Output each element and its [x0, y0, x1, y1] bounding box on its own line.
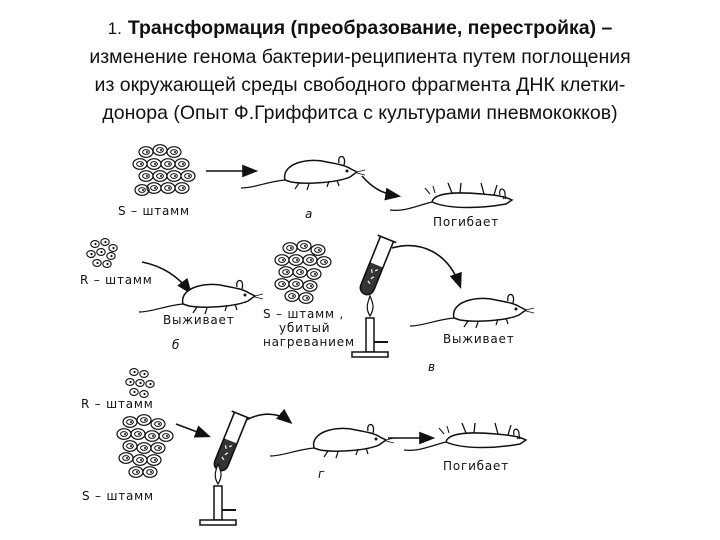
test-tube-icon	[354, 234, 398, 299]
bacteria-cluster-icon	[86, 238, 118, 268]
bacteria-cluster-icon	[132, 144, 196, 196]
mouse-icon	[240, 155, 366, 191]
heading-title: Трансформация (преобразование, перестрой…	[127, 17, 613, 39]
burner-icon	[199, 463, 237, 526]
arrow-icon	[361, 175, 402, 201]
arrow-icon	[391, 244, 462, 290]
arrow-icon	[141, 261, 192, 295]
survives-label-b: Выживает	[163, 313, 235, 327]
mouse-icon	[138, 279, 264, 315]
survives-label-c: Выживает	[443, 332, 515, 346]
bacteria-cluster-icon	[125, 368, 155, 398]
dead-mouse-icon	[389, 182, 513, 212]
heading-number: 1.	[107, 19, 122, 38]
s-heat-killed-label-2: убитый	[279, 321, 330, 335]
dies-label-a: Погибает	[433, 215, 499, 229]
heading-line-4: донора (Опыт Ф.Гриффитса с культурами пн…	[102, 102, 618, 124]
s-strain-label-a: S – штамм	[118, 204, 190, 218]
s-heat-killed-label-3: нагреванием	[263, 335, 355, 349]
experiment-letter-d: г	[318, 467, 325, 481]
r-strain-label-b: R – штамм	[80, 273, 153, 287]
r-strain-label-d: R – штамм	[81, 397, 154, 411]
dead-mouse-icon	[403, 422, 527, 452]
s-strain-label-d: S – штамм	[82, 489, 154, 503]
experiment-letter-c: в	[428, 360, 435, 374]
burner-icon	[351, 295, 389, 358]
arrow-icon	[245, 408, 293, 425]
heading-line-2: изменение генома бактерии-реципиента пут…	[89, 46, 631, 68]
experiment-letter-b: б	[172, 338, 180, 352]
mouse-icon	[269, 423, 395, 459]
mouse-icon	[409, 293, 535, 329]
heading-line-3: из окружающей среды свободного фрагмента…	[94, 74, 626, 96]
test-tube-icon	[208, 410, 252, 475]
arrow-icon	[175, 423, 211, 438]
bacteria-cluster-icon	[274, 240, 332, 304]
heading-line-1: 1. Трансформация (преобразование, перестр…	[0, 14, 720, 43]
slide-heading: 1. Трансформация (преобразование, перестр…	[0, 14, 720, 127]
bacteria-cluster-icon	[116, 414, 174, 478]
s-heat-killed-label-1: S – штамм ,	[263, 307, 344, 321]
experiment-letter-a: а	[305, 207, 312, 221]
dies-label-d: Погибает	[443, 459, 509, 473]
